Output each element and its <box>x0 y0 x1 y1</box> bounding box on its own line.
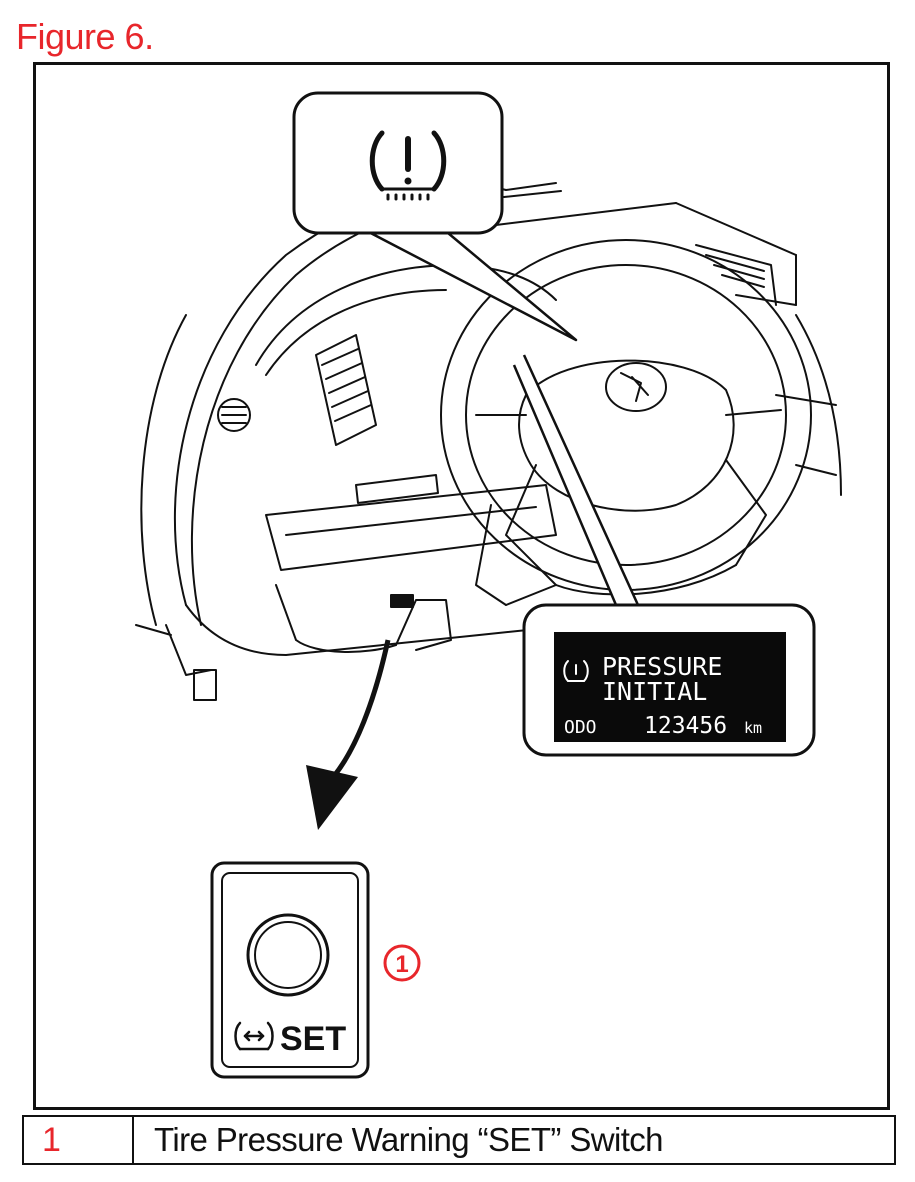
set-button[interactable] <box>246 913 330 997</box>
figure-illustration: PRESSURE INITIAL ODO 123456 km <box>33 62 890 1110</box>
warning-callout <box>292 91 578 342</box>
legend-description: Tire Pressure Warning “SET” Switch <box>154 1121 664 1158</box>
callout-number: 1 <box>395 951 408 978</box>
tpms-set-icon <box>234 1021 274 1051</box>
center-vent <box>315 334 377 446</box>
tpms-warning-icon <box>369 130 447 201</box>
dashboard-drawing: PRESSURE INITIAL ODO 123456 km <box>135 91 842 1079</box>
display-line-1: PRESSURE <box>602 652 722 681</box>
set-switch-label: SET <box>280 1020 346 1058</box>
callout-1: 1 <box>383 944 421 982</box>
lexus-logo <box>605 362 667 412</box>
tpms-small-icon <box>563 660 589 682</box>
multi-info-display <box>554 632 786 742</box>
legend-table: 1 Tire Pressure Warning “SET” Switch <box>22 1115 896 1165</box>
set-switch-location <box>390 594 414 608</box>
display-callout: PRESSURE INITIAL ODO 123456 km <box>512 354 816 757</box>
set-switch-panel: SET <box>210 861 370 1079</box>
odo-value: 123456 <box>644 713 727 739</box>
display-line-2: INITIAL <box>602 677 707 706</box>
pointer-arrow <box>306 639 391 830</box>
figure-title: Figure 6. <box>16 16 154 57</box>
odo-unit: km <box>744 719 762 737</box>
odo-label: ODO <box>564 717 597 738</box>
legend-number: 1 <box>24 1117 134 1163</box>
